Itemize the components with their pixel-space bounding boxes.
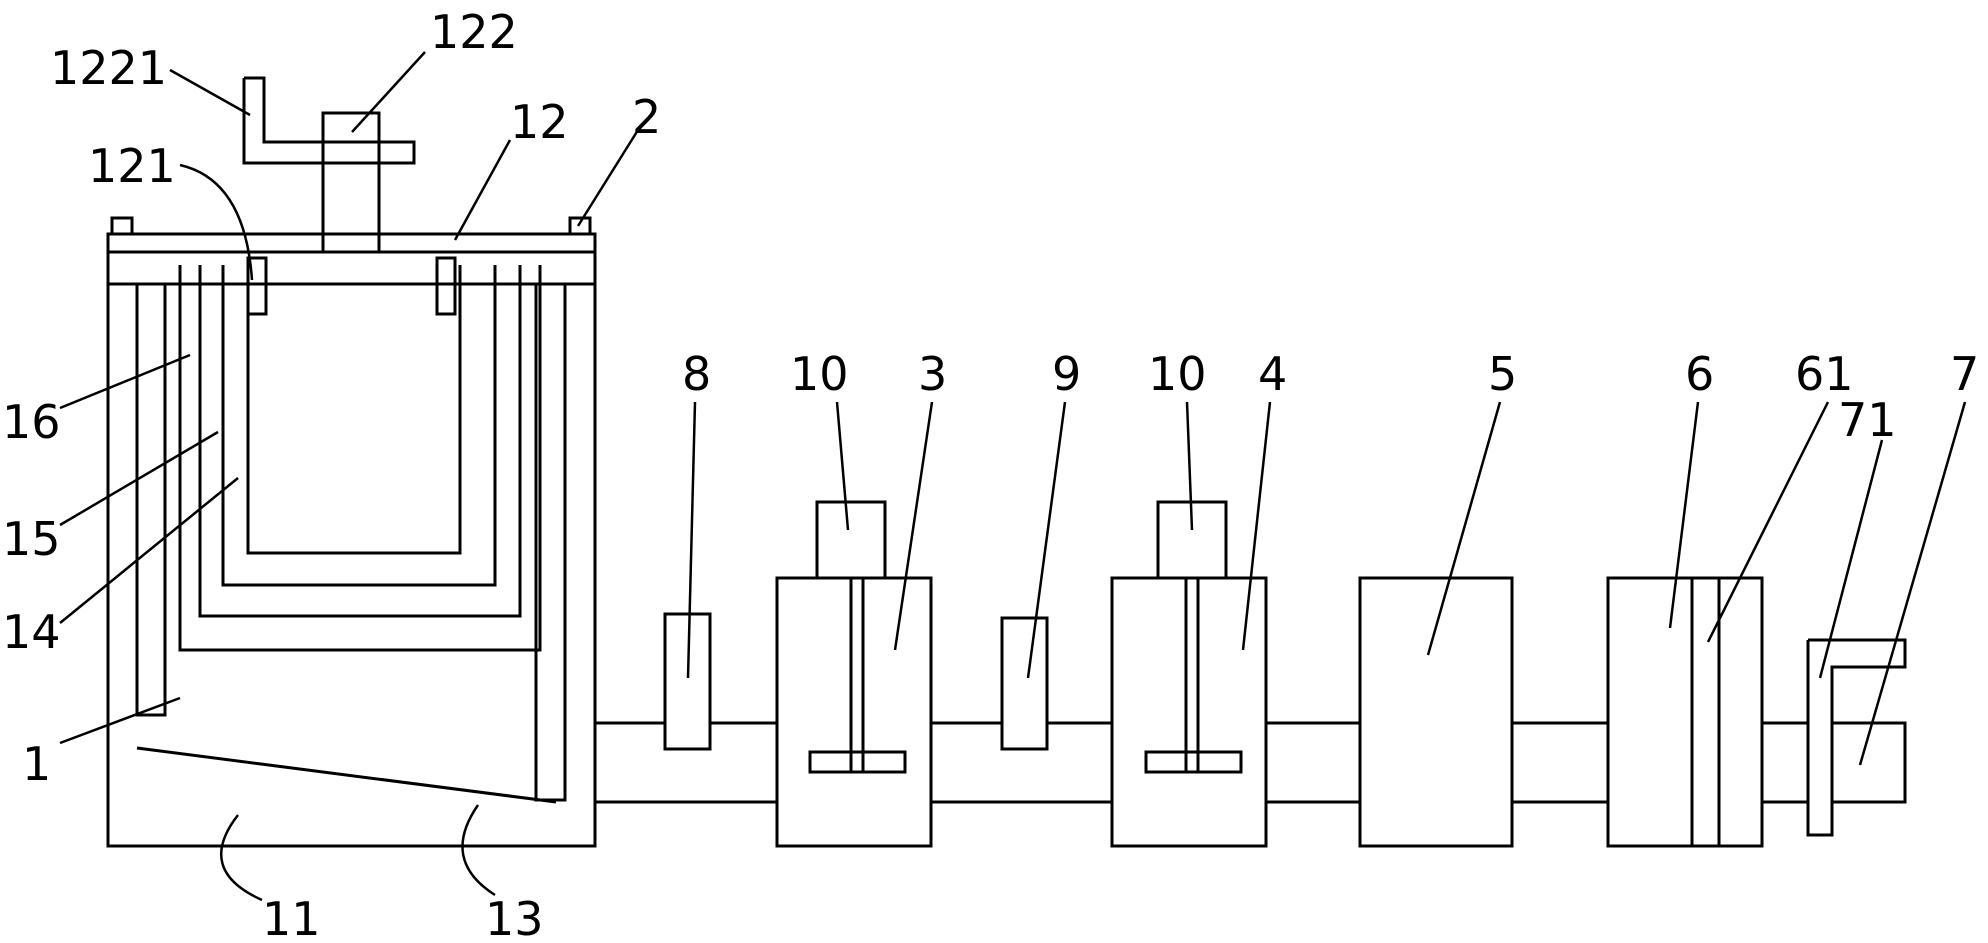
leader-3 [893,401,934,651]
leader-71 [1818,439,1884,679]
leader-6 [1668,401,1700,629]
part-labels: 1221 122 121 12 2 16 15 14 1 11 13 8 10 … [2,5,1979,943]
leader-4 [1241,401,1272,651]
stirrer-housing-122 [321,111,381,254]
label-122: 122 [430,5,518,59]
label-10a: 10 [790,347,849,401]
leader-7 [1858,401,1967,766]
label-12: 12 [510,95,569,149]
label-15: 15 [2,512,61,566]
label-3: 3 [918,347,947,401]
wall-layer-14 [221,265,497,587]
crank-handle-1221 [242,76,416,165]
label-1: 1 [22,737,51,791]
leader-1221 [169,68,251,117]
label-11: 11 [262,892,321,943]
unit-6 [1606,576,1764,848]
label-10b: 10 [1148,347,1207,401]
label-2: 2 [632,90,661,144]
leader-10a [835,401,850,531]
label-9: 9 [1052,347,1081,401]
label-61: 61 [1795,347,1854,401]
leader-14 [59,477,239,624]
mixer-3-motor-10 [815,500,887,580]
mixer-3 [775,500,933,848]
leader-8 [686,401,697,679]
valve-9 [1000,616,1049,751]
label-7: 7 [1950,347,1979,401]
mixer-3-body [775,576,933,848]
label-16: 16 [2,395,61,449]
valve-8 [663,612,712,751]
label-5: 5 [1488,347,1517,401]
bracket-121-left [246,256,268,316]
valve-handle-71 [1806,638,1907,837]
leader-1 [59,696,181,745]
leader-2 [576,129,640,227]
unit-5 [1358,576,1514,848]
tank-cover-12 [106,232,597,254]
label-6: 6 [1685,347,1714,401]
leader-61 [1706,401,1830,643]
leader-16 [59,353,191,410]
label-8: 8 [682,347,711,401]
cover-knob-2 [568,216,592,236]
leader-lines [59,51,1967,902]
label-13: 13 [485,892,544,943]
mixer-3-shaft-lower [849,750,865,774]
mixer-4 [1110,500,1268,848]
tank-assembly [106,76,597,848]
leader-11 [220,814,263,902]
wall-layer-inner [178,265,542,652]
leader-122 [351,51,426,133]
leader-5 [1426,401,1502,656]
sloped-bottom-13 [136,746,557,804]
leader-10b [1185,401,1194,531]
cover-knob-left [110,216,134,236]
label-71: 71 [1838,393,1897,447]
wall-layer-16 [135,284,167,717]
label-1221: 1221 [50,41,167,95]
leader-121 [179,163,254,281]
mixer-4-paddle [1144,750,1243,774]
label-121: 121 [88,139,176,193]
mixer-3-paddle [808,750,907,774]
mixer-4-body [1110,576,1268,848]
bracket-121-right [435,256,457,316]
unit-6-body [1606,576,1764,848]
leader-9 [1026,401,1067,679]
wall-layer-15 [198,265,522,618]
leader-13 [461,804,496,897]
mixer-4-shaft-lower [1184,750,1200,774]
label-4: 4 [1258,347,1287,401]
outlet-7 [1760,638,1907,837]
label-14: 14 [2,605,61,659]
inner-container [246,265,462,555]
leader-15 [59,430,219,527]
leader-12 [453,139,512,241]
